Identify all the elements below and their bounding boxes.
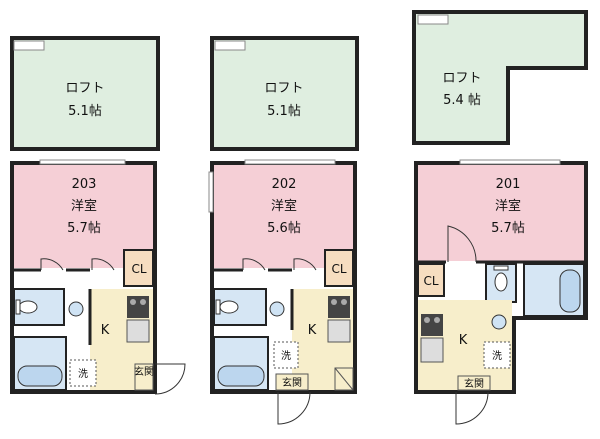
- unit-202-toilet-tank: [215, 299, 221, 315]
- unit-202-side-window: [208, 171, 214, 213]
- unit-202-door-swing-2: [293, 258, 317, 271]
- unit-203-laundry-space: [69, 359, 97, 387]
- unit-202-kitchen-label: K: [308, 323, 317, 338]
- unit-202-stove-icon: [328, 296, 350, 318]
- unit-203-kitchen-label: K: [101, 323, 110, 338]
- unit-201-toilet-icon: [494, 272, 508, 292]
- unit-203-sink-icon: [126, 319, 150, 343]
- unit-203-closet-label: CL: [131, 262, 146, 276]
- unit-201-window: [459, 159, 561, 165]
- unit-202-front-door-swing: [277, 391, 311, 425]
- unit-201-loft-size: 5.4 帖: [443, 93, 481, 108]
- unit-202-washbasin-icon: [269, 301, 285, 317]
- unit-202-laundry-space: [273, 341, 299, 369]
- unit-203-loft-hatch: [13, 40, 45, 51]
- unit-202-number: 202: [272, 177, 297, 192]
- unit-203-plan: ロフト 5.1帖 203 洋室 5.7帖 CL: [10, 36, 186, 395]
- unit-202-loft: [210, 36, 359, 151]
- unit-201-sink-icon: [420, 337, 444, 363]
- unit-202-loft-label: ロフト: [264, 81, 303, 96]
- unit-203-burner-icon: [130, 299, 136, 305]
- unit-203-number: 203: [72, 177, 97, 192]
- unit-201-stove-icon: [421, 314, 443, 336]
- unit-201-front-door-swing: [455, 391, 489, 425]
- unit-201-entrance-label: 玄関: [464, 377, 484, 390]
- unit-202-stair-line: [334, 367, 354, 391]
- unit-201-entrance: [457, 375, 491, 391]
- unit-201-room-type: 洋室: [495, 198, 521, 214]
- unit-201-number: 201: [496, 177, 521, 192]
- unit-202-room-size: 5.6帖: [267, 221, 301, 236]
- unit-202-window: [244, 159, 336, 165]
- unit-201-washbasin-icon: [491, 314, 507, 330]
- unit-202-burner-icon: [331, 299, 337, 305]
- unit-202-laundry-label: 洗: [281, 350, 291, 362]
- unit-202-room-type: 洋室: [271, 198, 297, 214]
- unit-202-entrance: [275, 373, 309, 391]
- unit-201-bathtub-icon: [559, 269, 581, 313]
- unit-201-closet: [417, 263, 445, 297]
- unit-203-loft-label: ロフト: [65, 81, 104, 96]
- unit-203-entrance-label: 玄関: [134, 365, 154, 378]
- unit-201-plan: ロフト 5.4 帖 201 洋室 5.7帖 CL K 洗 玄関: [412, 10, 588, 425]
- unit-203-loft: [10, 36, 160, 151]
- unit-203-laundry-label: 洗: [78, 368, 88, 380]
- unit-201-kitchen-label: K: [459, 333, 468, 348]
- unit-201-western-room: [418, 165, 584, 261]
- unit-202-entrance-label: 玄関: [282, 376, 302, 389]
- unit-203-toilet-icon: [18, 300, 38, 314]
- unit-202-closet: [324, 249, 354, 287]
- unit-202-loft-size: 5.1帖: [267, 104, 301, 119]
- unit-202-sink-icon: [327, 319, 351, 343]
- unit-202-plan: ロフト 5.1帖 202 洋室 5.6帖 CL K 洗 玄関: [208, 36, 359, 425]
- unit-201-loft-label: ロフト: [442, 71, 481, 86]
- unit-203-room-type: 洋室: [71, 198, 97, 214]
- unit-201-burner-icon-2: [434, 317, 440, 323]
- unit-202-toilet-icon: [219, 300, 239, 314]
- unit-203-window: [39, 159, 126, 165]
- unit-203-door-swing: [40, 258, 64, 271]
- unit-201-room-size: 5.7帖: [491, 221, 525, 236]
- unit-203-room-size: 5.7帖: [67, 221, 101, 236]
- unit-201-closet-label: CL: [423, 274, 438, 288]
- unit-203-burner-icon-2: [140, 299, 146, 305]
- unit-202-bathtub-icon: [217, 365, 265, 387]
- unit-201-burner-icon: [424, 317, 430, 323]
- unit-201-toilet-tank: [493, 265, 509, 271]
- unit-201-loft-hatch: [417, 14, 449, 25]
- unit-202-closet-label: CL: [331, 262, 346, 276]
- unit-202-loft-hatch: [214, 40, 246, 51]
- unit-203-bathtub-icon: [17, 365, 63, 387]
- unit-201-loft: [412, 10, 588, 145]
- unit-203-door-swing-2: [91, 258, 115, 271]
- unit-203-closet: [123, 249, 154, 287]
- unit-201-door-swing: [447, 225, 477, 263]
- unit-203-toilet-tank: [15, 299, 21, 315]
- unit-201-laundry-space: [483, 341, 511, 369]
- unit-203-washbasin-icon: [68, 301, 84, 317]
- unit-203-front-door-swing: [154, 363, 186, 395]
- unit-203-loft-size: 5.1帖: [68, 104, 102, 119]
- unit-202-burner-icon-2: [341, 299, 347, 305]
- unit-201-laundry-label: 洗: [492, 350, 502, 362]
- unit-202-door-swing: [242, 258, 266, 271]
- unit-203-entrance: [134, 363, 154, 391]
- unit-203-stove-icon: [127, 296, 149, 318]
